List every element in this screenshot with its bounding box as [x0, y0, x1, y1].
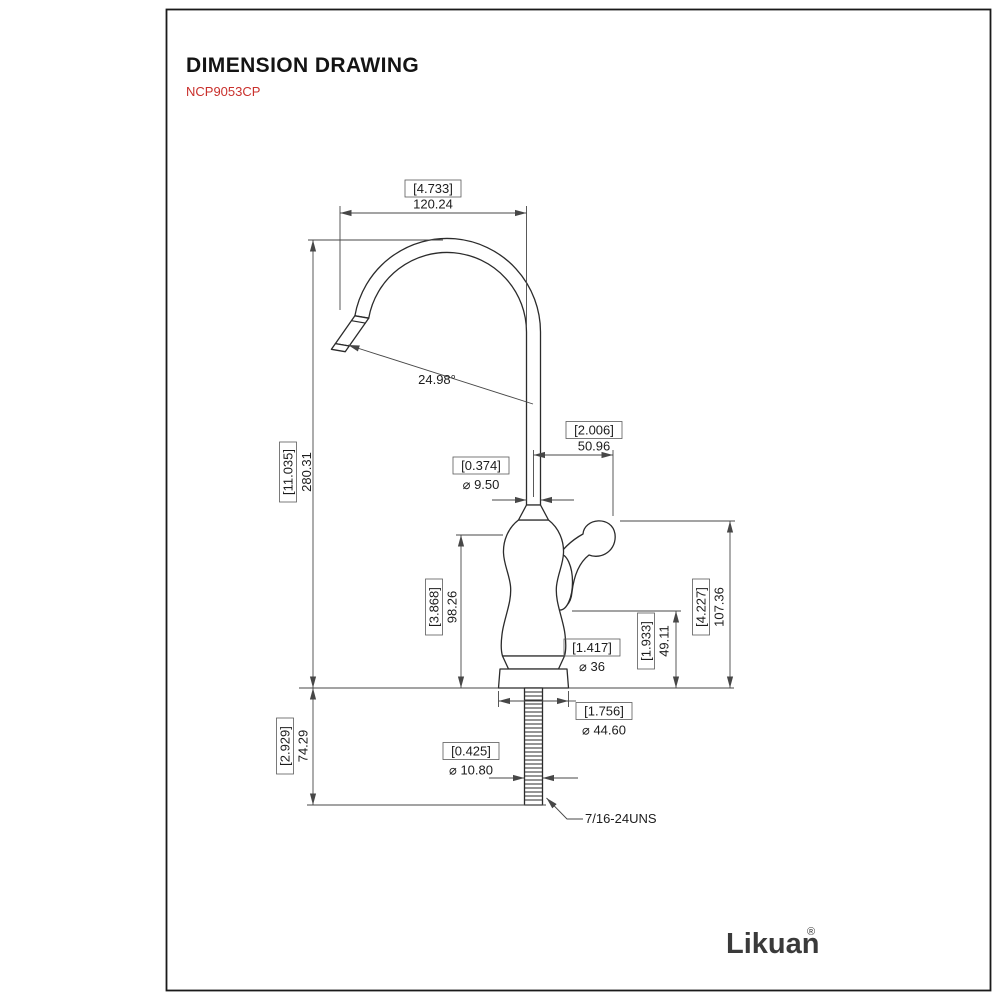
faucet-shank [523, 687, 544, 806]
dim-label: [4.733] [413, 181, 453, 196]
dim-label: 50.96 [578, 439, 611, 454]
dim-spout-diameter: [0.374] ⌀ 9.50 [452, 456, 574, 504]
dim-label: 74.29 [296, 730, 311, 763]
dim-label: 24.98° [418, 372, 456, 387]
body-lower-cap [501, 655, 566, 670]
dim-label: [2.006] [574, 423, 614, 438]
dim-label: ⌀ 10.80 [449, 763, 493, 778]
dim-label: ⌀ 44.60 [582, 723, 626, 738]
dim-label: [4.227] [694, 587, 709, 627]
dim-label: [0.374] [461, 458, 501, 473]
dim-handle-bottom: [1.933] 49.11 [572, 610, 681, 688]
spout-collar [517, 504, 550, 521]
faucet-spout [330, 237, 542, 506]
dim-label: 49.11 [657, 625, 672, 657]
page-title: DIMENSION DRAWING [186, 54, 419, 77]
dim-handle-reach: [2.006] 50.96 [533, 421, 623, 516]
dim-label: [1.417] [572, 640, 612, 655]
dim-label: [3.868] [427, 587, 442, 627]
logo-text: Likuan [726, 928, 819, 960]
dim-label: ⌀ 36 [579, 659, 605, 674]
drawing-frame [165, 8, 992, 992]
dim-shank-diameter: [0.425] ⌀ 10.80 [442, 742, 578, 782]
faucet-drawing [330, 237, 616, 806]
dim-handle-top: [4.227] 107.36 [620, 520, 735, 688]
dim-label: ⌀ 9.50 [463, 477, 500, 492]
dim-label: 120.24 [413, 197, 453, 212]
dim-label: [1.933] [639, 621, 654, 661]
spout-tip-cap [330, 342, 350, 353]
dim-top-width: [4.733] 120.24 [339, 179, 527, 327]
brand-logo: Likuan ® [726, 926, 819, 960]
model-number: NCP9053CP [186, 84, 260, 99]
dim-label: [0.425] [451, 744, 491, 759]
faucet-body [497, 504, 570, 689]
dim-label: [2.929] [278, 726, 293, 766]
dim-spout-angle: 24.98° [347, 344, 534, 405]
dim-label: 107.36 [712, 587, 727, 627]
dim-label: 280.31 [299, 452, 314, 492]
dim-body-height: [3.868] 98.26 [425, 534, 503, 688]
dim-label: [11.035] [281, 449, 296, 495]
dim-base-diameter: [1.756] ⌀ 44.60 [498, 691, 633, 738]
dim-body-diameter: [1.417] ⌀ 36 [563, 638, 621, 674]
base-flange [497, 668, 570, 689]
dim-label: 98.26 [445, 591, 460, 624]
registered-mark: ® [807, 926, 815, 938]
dim-label: [1.756] [584, 704, 624, 719]
dim-below-counter: [2.929] 74.29 [276, 688, 546, 806]
dim-thread-callout: 7/16-24UNS [546, 797, 657, 826]
dim-total-height: [11.035] 280.31 [279, 239, 443, 688]
thread-spec-label: 7/16-24UNS [585, 811, 657, 826]
